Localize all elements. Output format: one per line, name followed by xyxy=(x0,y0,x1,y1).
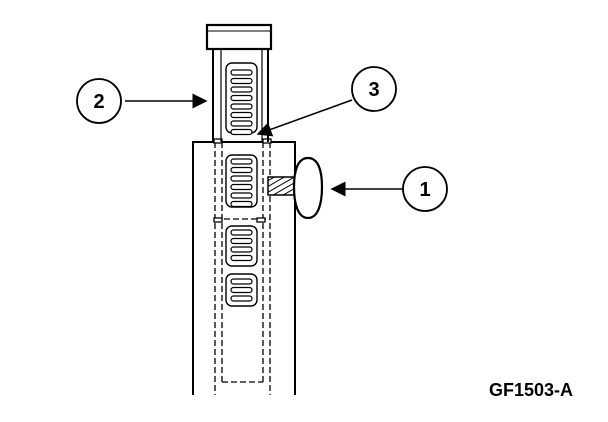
callout-2-number: 2 xyxy=(93,91,104,113)
plunger-rung xyxy=(230,69,253,76)
plunger-rungs xyxy=(230,69,253,302)
housing-bore-hidden-lines xyxy=(214,142,271,395)
plunger-rung xyxy=(230,94,253,102)
figure-code: GF1503-A xyxy=(489,380,573,400)
plunger-rung xyxy=(230,254,253,262)
plunger-rung xyxy=(230,237,253,245)
callout-2: 2 xyxy=(76,78,122,124)
plunger-rung xyxy=(230,295,253,302)
plunger-rung xyxy=(230,158,253,165)
plunger-rung xyxy=(230,286,253,294)
leader-arrows xyxy=(125,93,403,197)
plunger-rung xyxy=(230,229,253,236)
plunger-rung xyxy=(230,103,253,110)
plunger-rung xyxy=(230,86,253,93)
plunger-rung xyxy=(230,166,253,174)
plunger-rung xyxy=(230,192,253,199)
callout-1: 1 xyxy=(402,166,448,212)
callout-3-number: 3 xyxy=(368,79,379,101)
plunger xyxy=(205,23,273,142)
plunger-rung xyxy=(230,246,253,253)
plunger-rung xyxy=(230,128,253,136)
thumb-screw xyxy=(267,156,324,220)
housing xyxy=(192,141,296,395)
plunger-rung xyxy=(230,77,253,85)
callout-1-number: 1 xyxy=(419,179,430,201)
leader-arrow-3 xyxy=(256,99,353,137)
callout-3: 3 xyxy=(351,66,397,112)
plunger-rung xyxy=(230,111,253,119)
plunger-rung xyxy=(230,278,253,285)
plunger-rung xyxy=(230,200,253,208)
plunger-rung xyxy=(230,175,253,182)
plunger-rung xyxy=(230,183,253,191)
plunger-rung xyxy=(230,120,253,127)
